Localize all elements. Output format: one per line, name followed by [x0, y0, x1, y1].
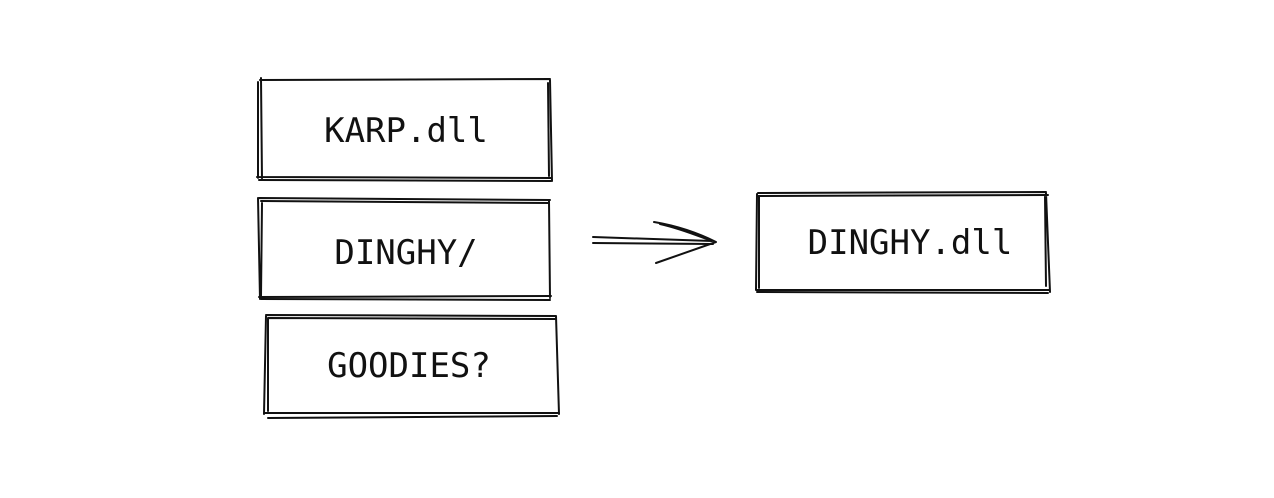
- source-box-dinghy-folder: DINGHY/: [257, 197, 552, 301]
- source-box-goodies-outline: [263, 314, 560, 419]
- target-label-dinghy-dll: DINGHY.dll: [808, 223, 1013, 263]
- source-box-goodies: GOODIES?: [263, 314, 560, 419]
- source-box-karp: KARP.dll: [256, 77, 553, 182]
- arrow-head: [653, 221, 717, 264]
- source-box-karp-outline: [256, 77, 553, 182]
- source-label-dinghy-folder: DINGHY/: [334, 233, 477, 273]
- source-label-karp: KARP.dll: [324, 111, 488, 151]
- target-box-dinghy-dll: DINGHY.dll: [755, 191, 1051, 294]
- source-label-goodies: GOODIES?: [327, 346, 491, 386]
- merge-arrow: [592, 221, 717, 264]
- source-box-dinghy-folder-outline: [257, 197, 552, 301]
- target-box-dinghy-dll-outline: [755, 191, 1051, 294]
- arrow-shaft: [592, 236, 714, 245]
